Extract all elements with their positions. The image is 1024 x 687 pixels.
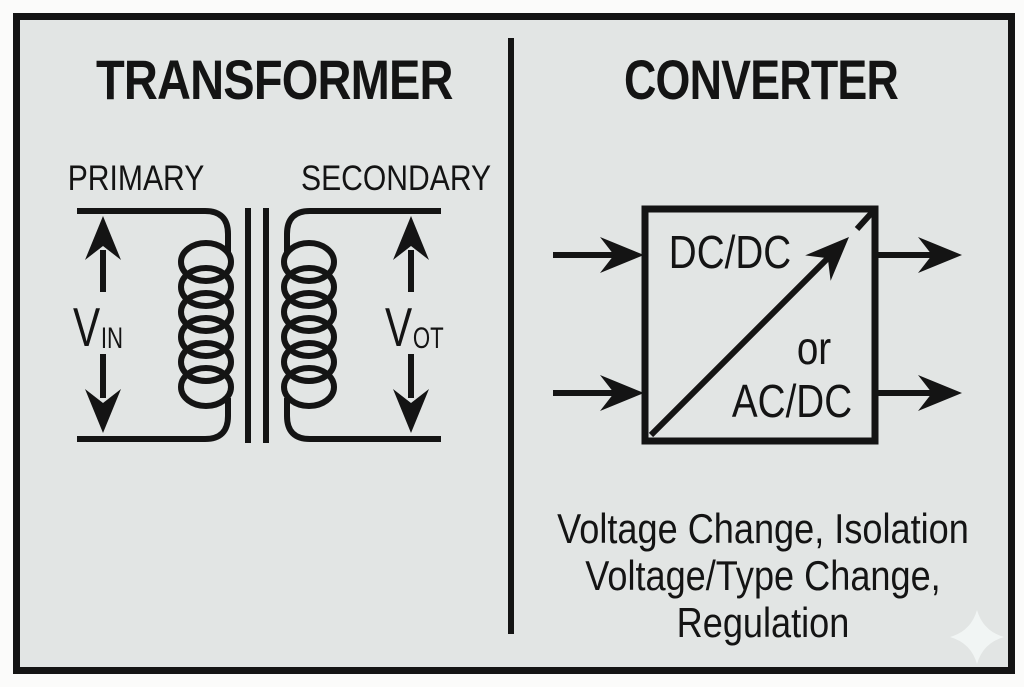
secondary-winding-label: SECONDARY	[301, 159, 492, 198]
transformer-core	[245, 208, 269, 443]
converter-panel-title: CONVERTER	[623, 48, 899, 111]
vout-label-subscript: OT	[412, 322, 444, 355]
converter-or-text: or	[796, 322, 832, 374]
sparkle-watermark-icon	[950, 610, 1004, 664]
vin-label: V IN	[73, 300, 123, 355]
primary-winding-label: PRIMARY	[67, 159, 205, 198]
input-arrow-bottom	[553, 375, 644, 411]
vin-label-main: V	[73, 296, 101, 358]
panel-divider-line	[508, 38, 514, 634]
vin-label-subscript: IN	[100, 322, 124, 355]
primary-winding	[77, 208, 234, 442]
vin-double-arrow	[85, 216, 121, 433]
converter-caption: Voltage Change, Isolation Voltage/Type C…	[557, 505, 970, 646]
caption-line-2: Voltage/Type Change,	[585, 552, 941, 599]
secondary-winding	[281, 208, 441, 442]
transformer-symbol	[77, 208, 441, 443]
converter-type-dcdc: DC/DC	[668, 226, 792, 278]
caption-line-1: Voltage Change, Isolation	[557, 505, 969, 552]
converter-type-acdc: AC/DC	[731, 375, 853, 427]
diagonal-variable-arrow	[648, 205, 879, 438]
output-arrow-top	[877, 237, 962, 273]
vout-double-arrow	[393, 216, 429, 433]
input-arrow-top	[553, 237, 644, 273]
vout-label-main: V	[385, 296, 413, 358]
caption-line-3: Regulation	[676, 599, 850, 646]
vout-label: V OT	[385, 300, 444, 355]
converter-box	[641, 205, 879, 445]
converter-block	[553, 205, 962, 445]
output-arrow-bottom	[877, 375, 962, 411]
transformer-panel-title: TRANSFORMER	[96, 48, 453, 111]
